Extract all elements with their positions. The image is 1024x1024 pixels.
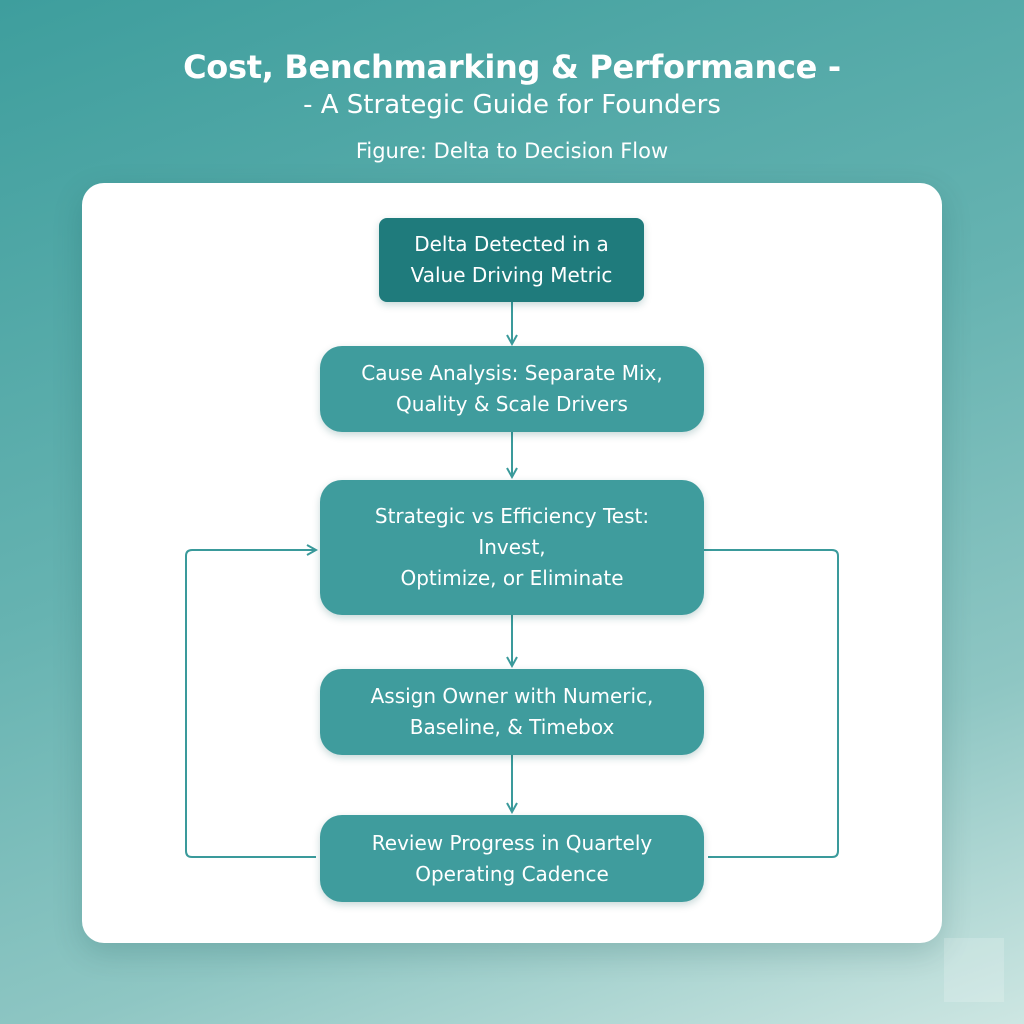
node-review-progress: Review Progress in Quartely Operating Ca…	[320, 815, 704, 902]
node-cause-analysis: Cause Analysis: Separate Mix, Quality & …	[320, 346, 704, 432]
loop-left-review-to-test	[185, 550, 316, 858]
node-label: Cause Analysis: Separate Mix, Quality & …	[361, 361, 663, 416]
page-subtitle: - A Strategic Guide for Founders	[303, 90, 721, 120]
node-label: Strategic vs Efficiency Test: Invest, Op…	[374, 504, 650, 590]
node-label: Delta Detected in a Value Driving Metric	[410, 232, 613, 287]
node-delta-detected: Delta Detected in a Value Driving Metric	[379, 218, 644, 302]
loop-right-test-to-review	[704, 549, 839, 858]
figure-caption: Figure: Delta to Decision Flow	[355, 139, 669, 163]
node-label: Assign Owner with Numeric, Baseline, & T…	[370, 684, 654, 739]
node-assign-owner: Assign Owner with Numeric, Baseline, & T…	[320, 669, 704, 755]
node-strategic-test: Strategic vs Efficiency Test: Invest, Op…	[320, 480, 704, 615]
corner-decoration	[944, 938, 1004, 1002]
page-title: Cost, Benchmarking & Performance -	[183, 48, 841, 86]
node-label: Review Progress in Quartely Operating Ca…	[371, 830, 653, 886]
